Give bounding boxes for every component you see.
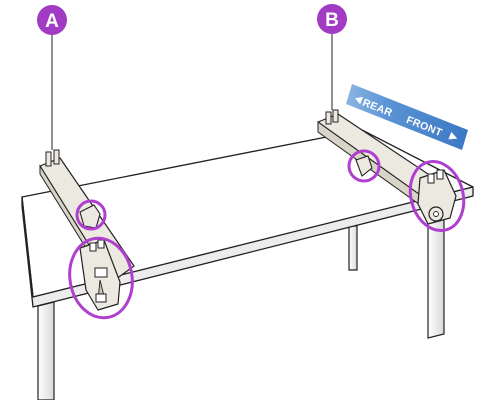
direction-banner-bg: [346, 84, 468, 150]
stand-right-part: [317, 109, 457, 225]
badge-b: B: [317, 4, 347, 110]
highlight-ring-left-clamp: [68, 236, 134, 320]
badge-a-circle: [37, 5, 67, 35]
highlight-ring-right-latch: [347, 149, 381, 183]
badge-a-label: A: [45, 11, 59, 32]
stand-left-tab: [45, 151, 52, 167]
stand-right-tab: [332, 109, 339, 123]
stand-right-tab: [325, 111, 332, 125]
table-leg-back-right: [348, 225, 358, 271]
stand-left-part: [39, 149, 135, 311]
badge-b-circle: [317, 4, 347, 34]
highlight-ring-left-bracket: [75, 199, 107, 231]
stand-left-small-bracket: [79, 204, 101, 229]
table-leg-front-left: [37, 301, 55, 400]
stand-right-latch: [355, 155, 373, 177]
badge-a: A: [37, 5, 67, 150]
stand-left-tab: [53, 149, 60, 165]
arrow-right-icon: [448, 131, 458, 140]
badge-b-label: B: [325, 10, 339, 31]
arrow-left-icon: [355, 96, 364, 105]
highlight-rings: [68, 149, 466, 320]
highlight-ring-right-foot: [408, 160, 466, 232]
tabletop-edge: [21, 186, 474, 308]
